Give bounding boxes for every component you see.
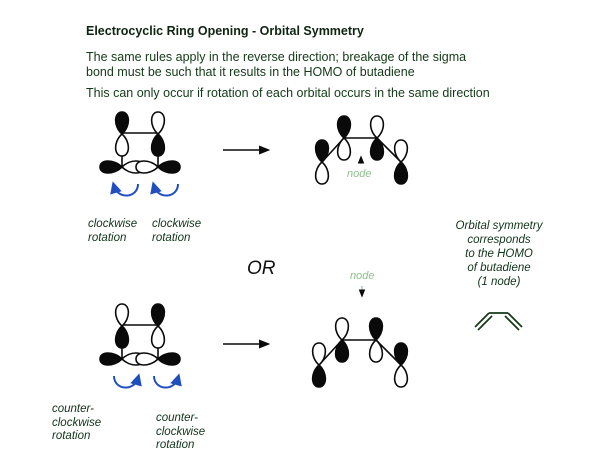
diagram-title: Electrocyclic Ring Opening - Orbital Sym… (86, 24, 364, 38)
side-note: Orbital symmetry corresponds to the HOMO… (444, 219, 554, 289)
intro-line-2: bond must be such that it results in the… (86, 65, 415, 79)
orbital-lobe (114, 303, 130, 327)
sigma-lobe (99, 160, 123, 174)
orbital-lobe (393, 139, 409, 163)
rotation-label-top-left: clockwise rotation (88, 218, 137, 245)
orbital-lobe (393, 342, 409, 366)
or-separator: OR (247, 258, 276, 279)
orbital-lobe (393, 161, 409, 185)
rotation-label-line: clockwise (152, 218, 202, 230)
butadiene-bottom (311, 317, 409, 388)
orbital-lobe (311, 364, 327, 388)
rotation-label-line: rotation (156, 439, 195, 451)
orbital-lobe (368, 317, 384, 341)
side-note-line: Orbital symmetry (455, 220, 543, 232)
rotation-label-line: rotation (88, 231, 127, 244)
side-note-line: to the HOMO (465, 248, 533, 260)
side-note-line: corresponds (467, 234, 531, 246)
orbital-lobe (114, 325, 130, 349)
node-label-bottom: node (350, 270, 375, 282)
orbital-lobe (114, 111, 130, 135)
orbital-lobe (369, 137, 385, 161)
cyclobutene-top (99, 111, 181, 174)
orbital-lobe (150, 133, 166, 157)
rotation-label-line: clockwise (88, 218, 138, 230)
intro-line-3: This can only occur if rotation of each … (86, 86, 490, 100)
orbital-lobe (150, 303, 166, 327)
rotation-label-line: clockwise (52, 416, 102, 429)
orbital-lobe (336, 137, 352, 161)
sigma-lobe (135, 160, 159, 174)
rotation-label-line: clockwise (156, 425, 206, 438)
rotation-label-bottom-right: counter- clockwise rotation (156, 412, 205, 453)
rotation-label-line: rotation (52, 430, 91, 442)
orbital-lobe (393, 364, 409, 388)
intro-line-1: The same rules apply in the reverse dire… (86, 50, 467, 64)
orbital-lobe (336, 115, 352, 139)
orbital-lobe (114, 133, 130, 157)
orbital-lobe (334, 317, 350, 341)
orbital-lobe (150, 111, 166, 135)
clockwise-arrow-icon (110, 181, 139, 197)
orbital-lobe (314, 161, 330, 185)
side-note-line: of butadiene (467, 262, 531, 274)
butadiene-skeletal-icon (474, 312, 523, 331)
sigma-lobe (99, 352, 123, 366)
rotation-label-line: counter- (52, 403, 94, 415)
rotation-label-line: counter- (156, 412, 198, 424)
sigma-lobe (135, 352, 159, 366)
orbital-lobe (334, 339, 350, 363)
orbital-lobe (314, 139, 330, 163)
side-note-line: (1 node) (477, 276, 521, 288)
orbital-lobe (369, 115, 385, 139)
butadiene-top (314, 115, 409, 185)
intro-paragraph: The same rules apply in the reverse dire… (86, 50, 466, 80)
node-label-top: node (347, 168, 372, 180)
sigma-lobe (157, 352, 181, 366)
cyclobutene-bottom (99, 303, 181, 366)
counterclockwise-arrow-icon (113, 373, 142, 389)
rotation-label-bottom-left: counter- clockwise rotation (52, 403, 101, 444)
sigma-lobe (157, 160, 181, 174)
rotation-label-line: rotation (152, 231, 191, 244)
rotation-label-top-right: clockwise rotation (152, 218, 201, 245)
clockwise-arrow-icon (150, 181, 179, 197)
orbital-lobe (368, 339, 384, 363)
orbital-lobe (150, 325, 166, 349)
orbital-lobe (311, 342, 327, 366)
counterclockwise-arrow-icon (153, 373, 182, 389)
